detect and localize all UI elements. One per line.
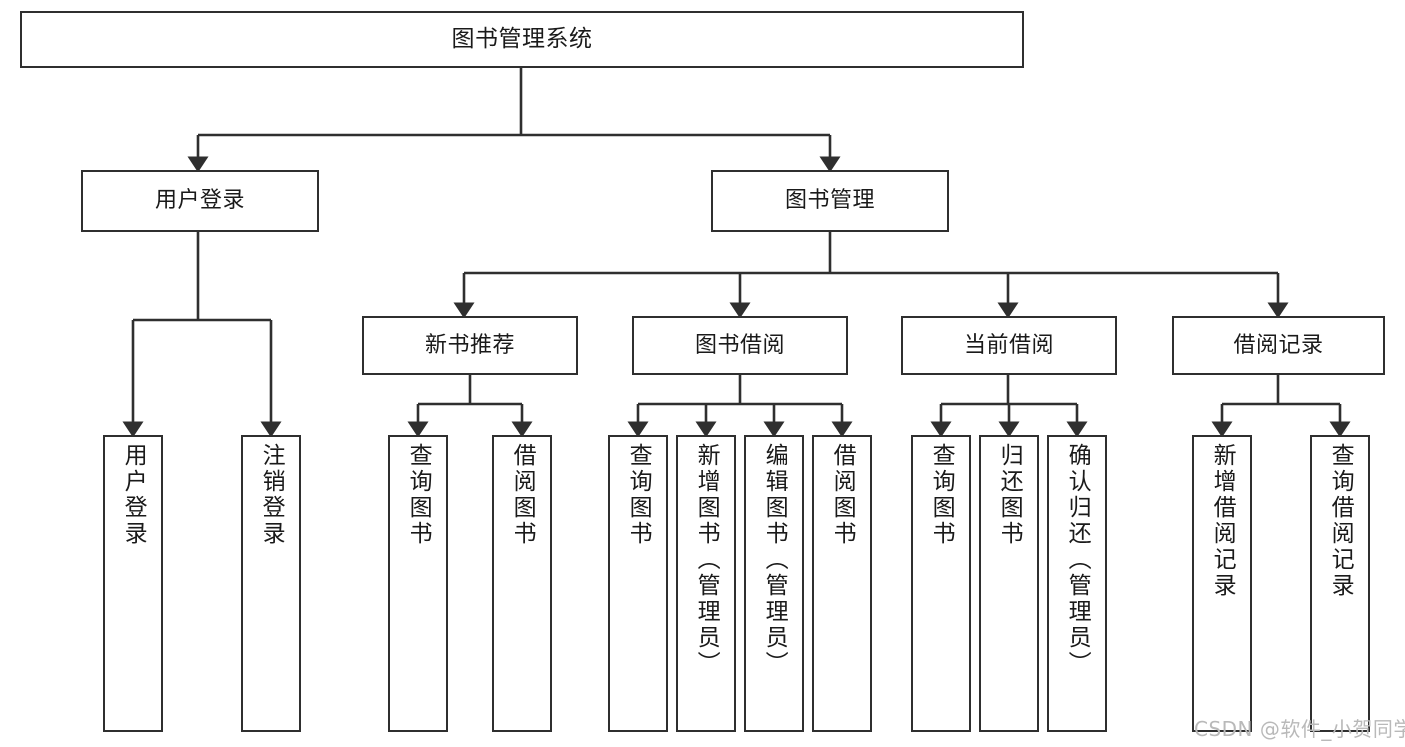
node-leaf-user-login-label: 用户登录: [120, 443, 147, 547]
node-leaf-edit-book[interactable]: 编辑图书（管理员）: [744, 435, 804, 732]
node-leaf-query-book-3-label: 查询图书: [928, 443, 955, 547]
node-leaf-edit-book-label: 编辑图书（管理员）: [761, 443, 788, 677]
node-current-borrow[interactable]: 当前借阅: [901, 316, 1117, 375]
node-leaf-logout-login-label: 注销登录: [258, 443, 285, 547]
node-leaf-query-record[interactable]: 查询借阅记录: [1310, 435, 1370, 732]
node-leaf-borrow-book-2[interactable]: 借阅图书: [812, 435, 872, 732]
node-leaf-query-record-label: 查询借阅记录: [1327, 443, 1354, 599]
node-book-management[interactable]: 图书管理: [711, 170, 949, 232]
node-leaf-add-book[interactable]: 新增图书（管理员）: [676, 435, 736, 732]
node-leaf-borrow-book-1[interactable]: 借阅图书: [492, 435, 552, 732]
node-root-label: 图书管理系统: [451, 26, 593, 53]
node-new-book-recommend[interactable]: 新书推荐: [362, 316, 578, 375]
node-leaf-query-book-3[interactable]: 查询图书: [911, 435, 971, 732]
node-leaf-confirm-return[interactable]: 确认归还（管理员）: [1047, 435, 1107, 732]
node-leaf-borrow-book-1-label: 借阅图书: [509, 443, 536, 547]
node-current-borrow-label: 当前借阅: [963, 332, 1054, 358]
node-leaf-logout-login[interactable]: 注销登录: [241, 435, 301, 732]
node-leaf-user-login[interactable]: 用户登录: [103, 435, 163, 732]
node-borrow-record-label: 借阅记录: [1233, 332, 1324, 358]
node-leaf-borrow-book-2-label: 借阅图书: [829, 443, 856, 547]
node-leaf-add-record[interactable]: 新增借阅记录: [1192, 435, 1252, 732]
node-leaf-add-record-label: 新增借阅记录: [1209, 443, 1236, 599]
node-leaf-add-book-label: 新增图书（管理员）: [693, 443, 720, 677]
node-leaf-query-book-1[interactable]: 查询图书: [388, 435, 448, 732]
node-user-login[interactable]: 用户登录: [81, 170, 319, 232]
node-leaf-query-book-1-label: 查询图书: [405, 443, 432, 547]
node-user-login-label: 用户登录: [154, 188, 245, 214]
node-leaf-query-book-2[interactable]: 查询图书: [608, 435, 668, 732]
node-root[interactable]: 图书管理系统: [20, 11, 1024, 68]
node-book-borrow-label: 图书借阅: [694, 332, 785, 358]
node-borrow-record[interactable]: 借阅记录: [1172, 316, 1385, 375]
node-leaf-query-book-2-label: 查询图书: [625, 443, 652, 547]
node-leaf-return-book[interactable]: 归还图书: [979, 435, 1039, 732]
watermark: CSDN @软件_小贺同学: [1194, 717, 1405, 741]
node-leaf-return-book-label: 归还图书: [996, 443, 1023, 547]
node-new-book-recommend-label: 新书推荐: [424, 332, 515, 358]
node-leaf-confirm-return-label: 确认归还（管理员）: [1064, 443, 1091, 677]
node-book-management-label: 图书管理: [784, 188, 875, 214]
node-book-borrow[interactable]: 图书借阅: [632, 316, 848, 375]
